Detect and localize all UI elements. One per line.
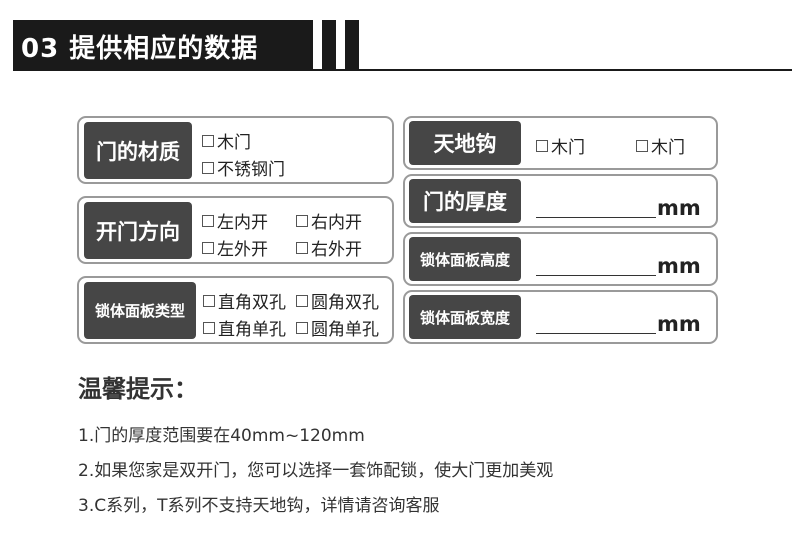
checkbox[interactable] [203,321,215,334]
card-door-thickness: 门的厚度 mm [403,174,718,228]
option-steel-door[interactable]: 不锈钢门 [202,155,285,180]
panel-height-input-line[interactable] [536,275,656,276]
checkbox[interactable] [536,139,548,152]
checkbox[interactable] [203,294,215,307]
checkbox[interactable] [202,161,214,174]
tips-title: 温馨提示： [78,375,198,403]
option-floor-hook-wood-2[interactable]: 木门 [636,133,685,158]
label-door-material: 门的材质 [84,122,192,179]
unit-mm: mm [657,196,701,220]
card-door-material: 门的材质 木门 不锈钢门 [77,116,394,184]
thickness-input-line[interactable] [536,217,656,218]
card-lock-panel-type: 锁体面板类型 直角双孔 圆角双孔 直角单孔 圆角单孔 [77,276,394,344]
option-right-inward[interactable]: 右内开 [296,208,362,233]
card-panel-height: 锁体面板高度 mm [403,232,718,286]
checkbox[interactable] [296,294,308,307]
option-round-single-hole[interactable]: 圆角单孔 [296,315,379,340]
checkbox[interactable] [202,241,214,254]
header-bar-decoration [322,20,336,70]
card-panel-width: 锁体面板宽度 mm [403,290,718,344]
checkbox[interactable] [636,139,648,152]
option-left-outward[interactable]: 左外开 [202,235,268,260]
tip-item: 2.如果您家是双开门，您可以选择一套饰配锁，使大门更加美观 [78,461,554,481]
header-bar-decoration [345,20,359,70]
label-panel-height: 锁体面板高度 [409,237,521,281]
tip-item: 3.C系列，T系列不支持天地钩，详情请咨询客服 [78,496,440,516]
label-lock-panel-type: 锁体面板类型 [84,282,196,339]
checkbox[interactable] [202,214,214,227]
option-floor-hook-wood-1[interactable]: 木门 [536,133,585,158]
label-open-direction: 开门方向 [84,202,192,259]
unit-mm: mm [657,254,701,278]
checkbox[interactable] [296,321,308,334]
label-door-thickness: 门的厚度 [409,179,521,223]
checkbox[interactable] [202,134,214,147]
label-floor-hook: 天地钩 [409,121,521,165]
unit-mm: mm [657,312,701,336]
option-square-double-hole[interactable]: 直角双孔 [203,288,286,313]
section-title: 03 提供相应的数据 [21,34,259,64]
card-floor-hook: 天地钩 木门 木门 [403,116,718,170]
option-right-outward[interactable]: 右外开 [296,235,362,260]
card-open-direction: 开门方向 左内开 右内开 左外开 右外开 [77,196,394,264]
section-header: 03 提供相应的数据 [13,20,313,70]
option-square-single-hole[interactable]: 直角单孔 [203,315,286,340]
checkbox[interactable] [296,241,308,254]
label-panel-width: 锁体面板宽度 [409,295,521,339]
tip-item: 1.门的厚度范围要在40mm~120mm [78,426,365,446]
option-left-inward[interactable]: 左内开 [202,208,268,233]
panel-width-input-line[interactable] [536,333,656,334]
option-wood-door[interactable]: 木门 [202,128,251,153]
checkbox[interactable] [296,214,308,227]
option-round-double-hole[interactable]: 圆角双孔 [296,288,379,313]
header-rule [13,69,792,71]
